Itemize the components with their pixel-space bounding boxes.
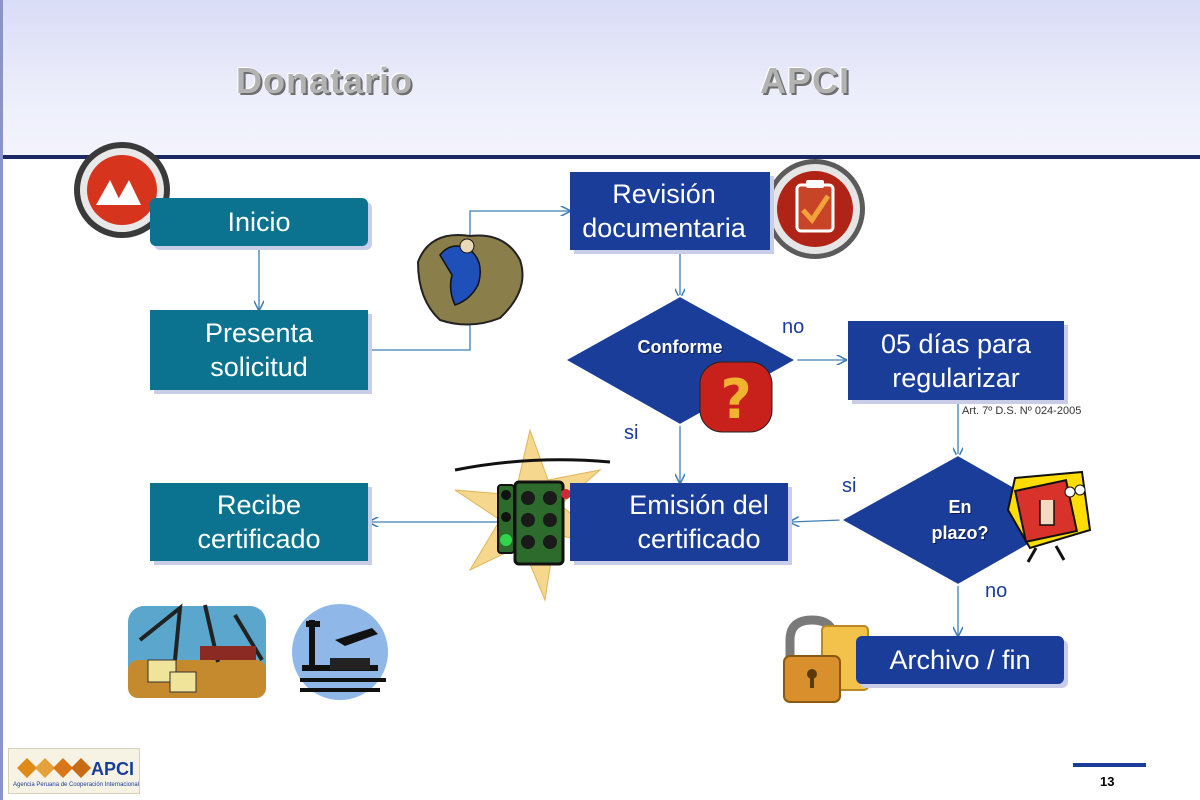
logo-subtitle: Agencia Peruana de Cooperación Internaci… bbox=[13, 782, 140, 788]
edge-plazo-emision bbox=[790, 520, 843, 522]
edge-label-conforme-si: si bbox=[624, 422, 639, 444]
node-emision-line2: certificado bbox=[637, 524, 761, 554]
decision-conforme-shape bbox=[562, 294, 799, 427]
left-edge-line bbox=[0, 0, 3, 800]
page-number: 13 bbox=[1100, 774, 1115, 789]
lane-title-apci: APCI bbox=[760, 60, 851, 101]
traffic-light-icon bbox=[454, 428, 613, 602]
decision-plazo-line2: plazo? bbox=[931, 523, 989, 543]
decision-plazo-line1: En bbox=[948, 497, 972, 517]
edge-label-plazo-si: si bbox=[842, 475, 857, 497]
node-archivo-label: Archivo / fin bbox=[889, 645, 1031, 675]
node-revision-documentaria: Revisión documentaria bbox=[570, 172, 770, 250]
node-regularizar: 05 días para regularizar bbox=[848, 321, 1064, 400]
logo-text: APCI bbox=[91, 759, 135, 779]
logo-mark-icon bbox=[17, 758, 91, 778]
node-revision-line1: Revisión bbox=[612, 179, 716, 209]
node-emision-certificado: Emisión del certificado bbox=[570, 483, 788, 561]
port-crane-clipart bbox=[128, 603, 266, 698]
decision-conforme-label: Conforme bbox=[637, 337, 723, 357]
node-presenta-line1: Presenta bbox=[204, 318, 314, 348]
node-revision-line2: documentaria bbox=[582, 213, 746, 243]
node-inicio: Inicio bbox=[150, 198, 368, 246]
node-archivo-fin: Archivo / fin bbox=[856, 636, 1064, 684]
header-divider bbox=[0, 155, 1200, 159]
node-presenta-line2: solicitud bbox=[210, 352, 308, 382]
node-inicio-label: Inicio bbox=[227, 207, 291, 237]
node-regularizar-line2: regularizar bbox=[892, 362, 1020, 393]
decision-plazo-label: En plazo? bbox=[900, 494, 1020, 546]
node-recibe-line1: Recibe bbox=[216, 490, 302, 520]
question-icon: ? bbox=[699, 361, 773, 433]
svg-text:?: ? bbox=[720, 368, 751, 431]
legal-reference-note: Art. 7º D.S. Nº 024-2005 bbox=[962, 405, 1082, 417]
start-icon bbox=[74, 142, 170, 238]
page-number-bar bbox=[1073, 763, 1146, 767]
climber-clipart bbox=[416, 234, 524, 326]
apci-logo: APCI Agencia Peruana de Cooperación Inte… bbox=[8, 748, 140, 794]
node-presenta-solicitud: Presenta solicitud bbox=[150, 310, 368, 390]
header-band bbox=[0, 0, 1200, 157]
checklist-icon bbox=[765, 159, 865, 259]
node-recibe-line2: certificado bbox=[197, 524, 321, 554]
node-emision-line1: Emisión del bbox=[629, 490, 769, 520]
node-regularizar-line1: 05 días para bbox=[880, 328, 1032, 359]
stop-sign-icon bbox=[1006, 470, 1092, 563]
node-recibe-certificado: Recibe certificado bbox=[150, 483, 368, 561]
edge-label-plazo-no: no bbox=[985, 580, 1008, 602]
lane-title-donatario: Donatario bbox=[236, 60, 414, 101]
edge-label-conforme-no: no bbox=[782, 316, 805, 338]
ship-plane-clipart bbox=[292, 604, 388, 700]
